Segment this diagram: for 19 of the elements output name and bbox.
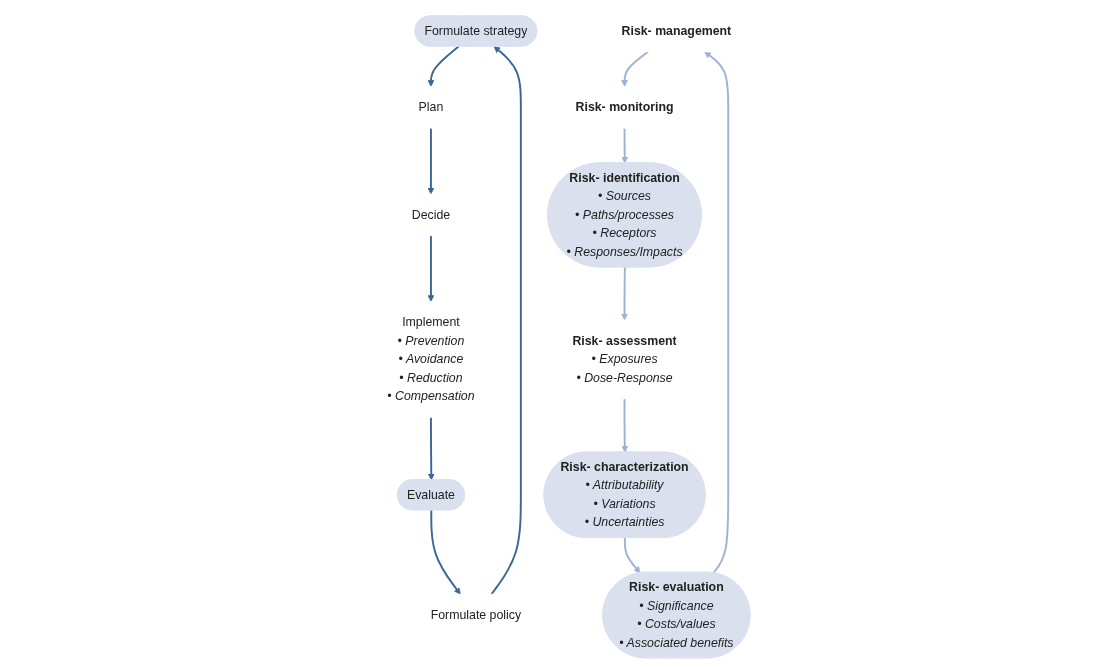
node-text: Risk- monitoring [575, 100, 674, 114]
arrow [427, 45, 460, 87]
arrow [621, 397, 628, 453]
node-text: Plan [418, 100, 444, 114]
arrow [430, 509, 461, 595]
arrow [490, 46, 522, 596]
node-text: Risk- management [621, 24, 731, 38]
arrow [621, 127, 628, 164]
arrow [623, 536, 641, 574]
arrow [704, 51, 729, 574]
node-text: Implement • Prevention • Avoidance • Reduction • Compensation [387, 315, 475, 403]
arrow [427, 127, 435, 195]
arrow [620, 50, 649, 87]
arrow [427, 234, 435, 302]
node-text: Risk- assessment • Exposures • Dose-Response [572, 333, 677, 385]
node-text: Formulate policy [430, 608, 521, 622]
node-text: Decide [411, 207, 450, 222]
arrow [427, 416, 435, 481]
arrow [620, 266, 628, 321]
